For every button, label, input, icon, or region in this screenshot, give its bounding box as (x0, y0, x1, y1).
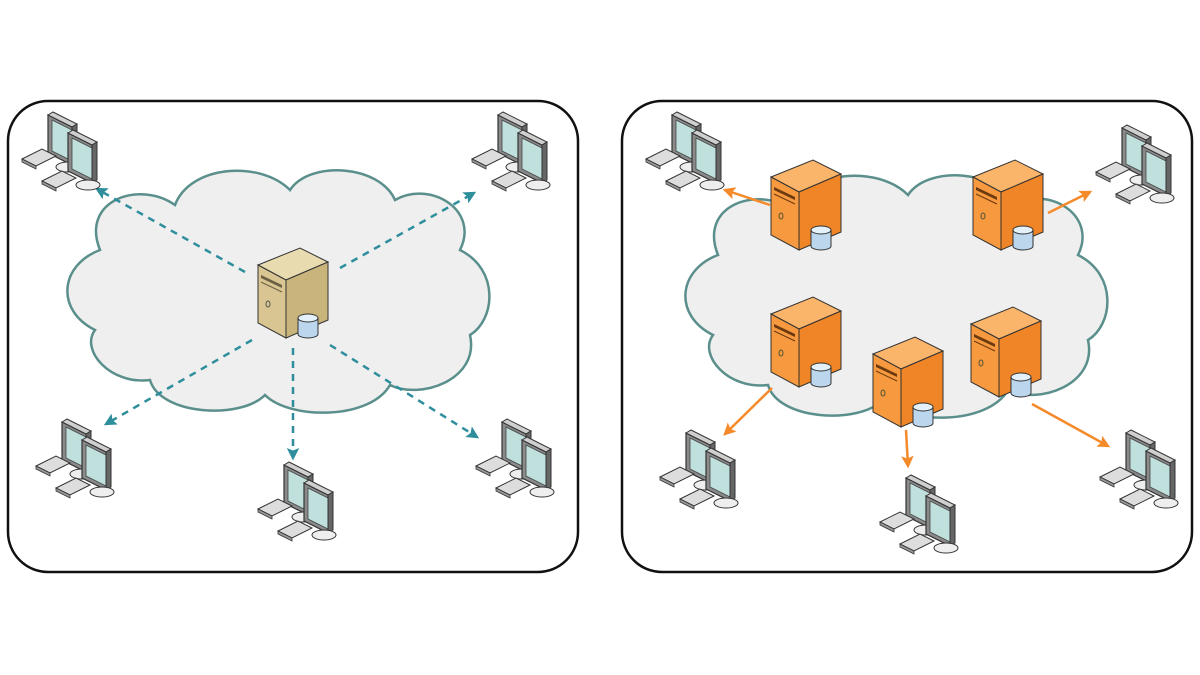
arrow-icon (103, 338, 253, 426)
centralized-panel (6, 99, 580, 574)
arrow-icon (329, 343, 480, 439)
arrow-icon (901, 429, 914, 469)
arrow-icon (94, 187, 246, 274)
server-icon (258, 248, 328, 338)
arrow-icon (723, 387, 773, 436)
arrow-icon (1031, 402, 1111, 448)
server-icon (873, 337, 943, 427)
arrow-icon (722, 187, 771, 207)
server-icon (973, 160, 1043, 250)
server-icon (771, 160, 841, 250)
arrow-icon (1047, 190, 1093, 215)
distributed-panel (620, 99, 1194, 574)
server-icon (971, 307, 1041, 397)
server-icon (771, 297, 841, 387)
